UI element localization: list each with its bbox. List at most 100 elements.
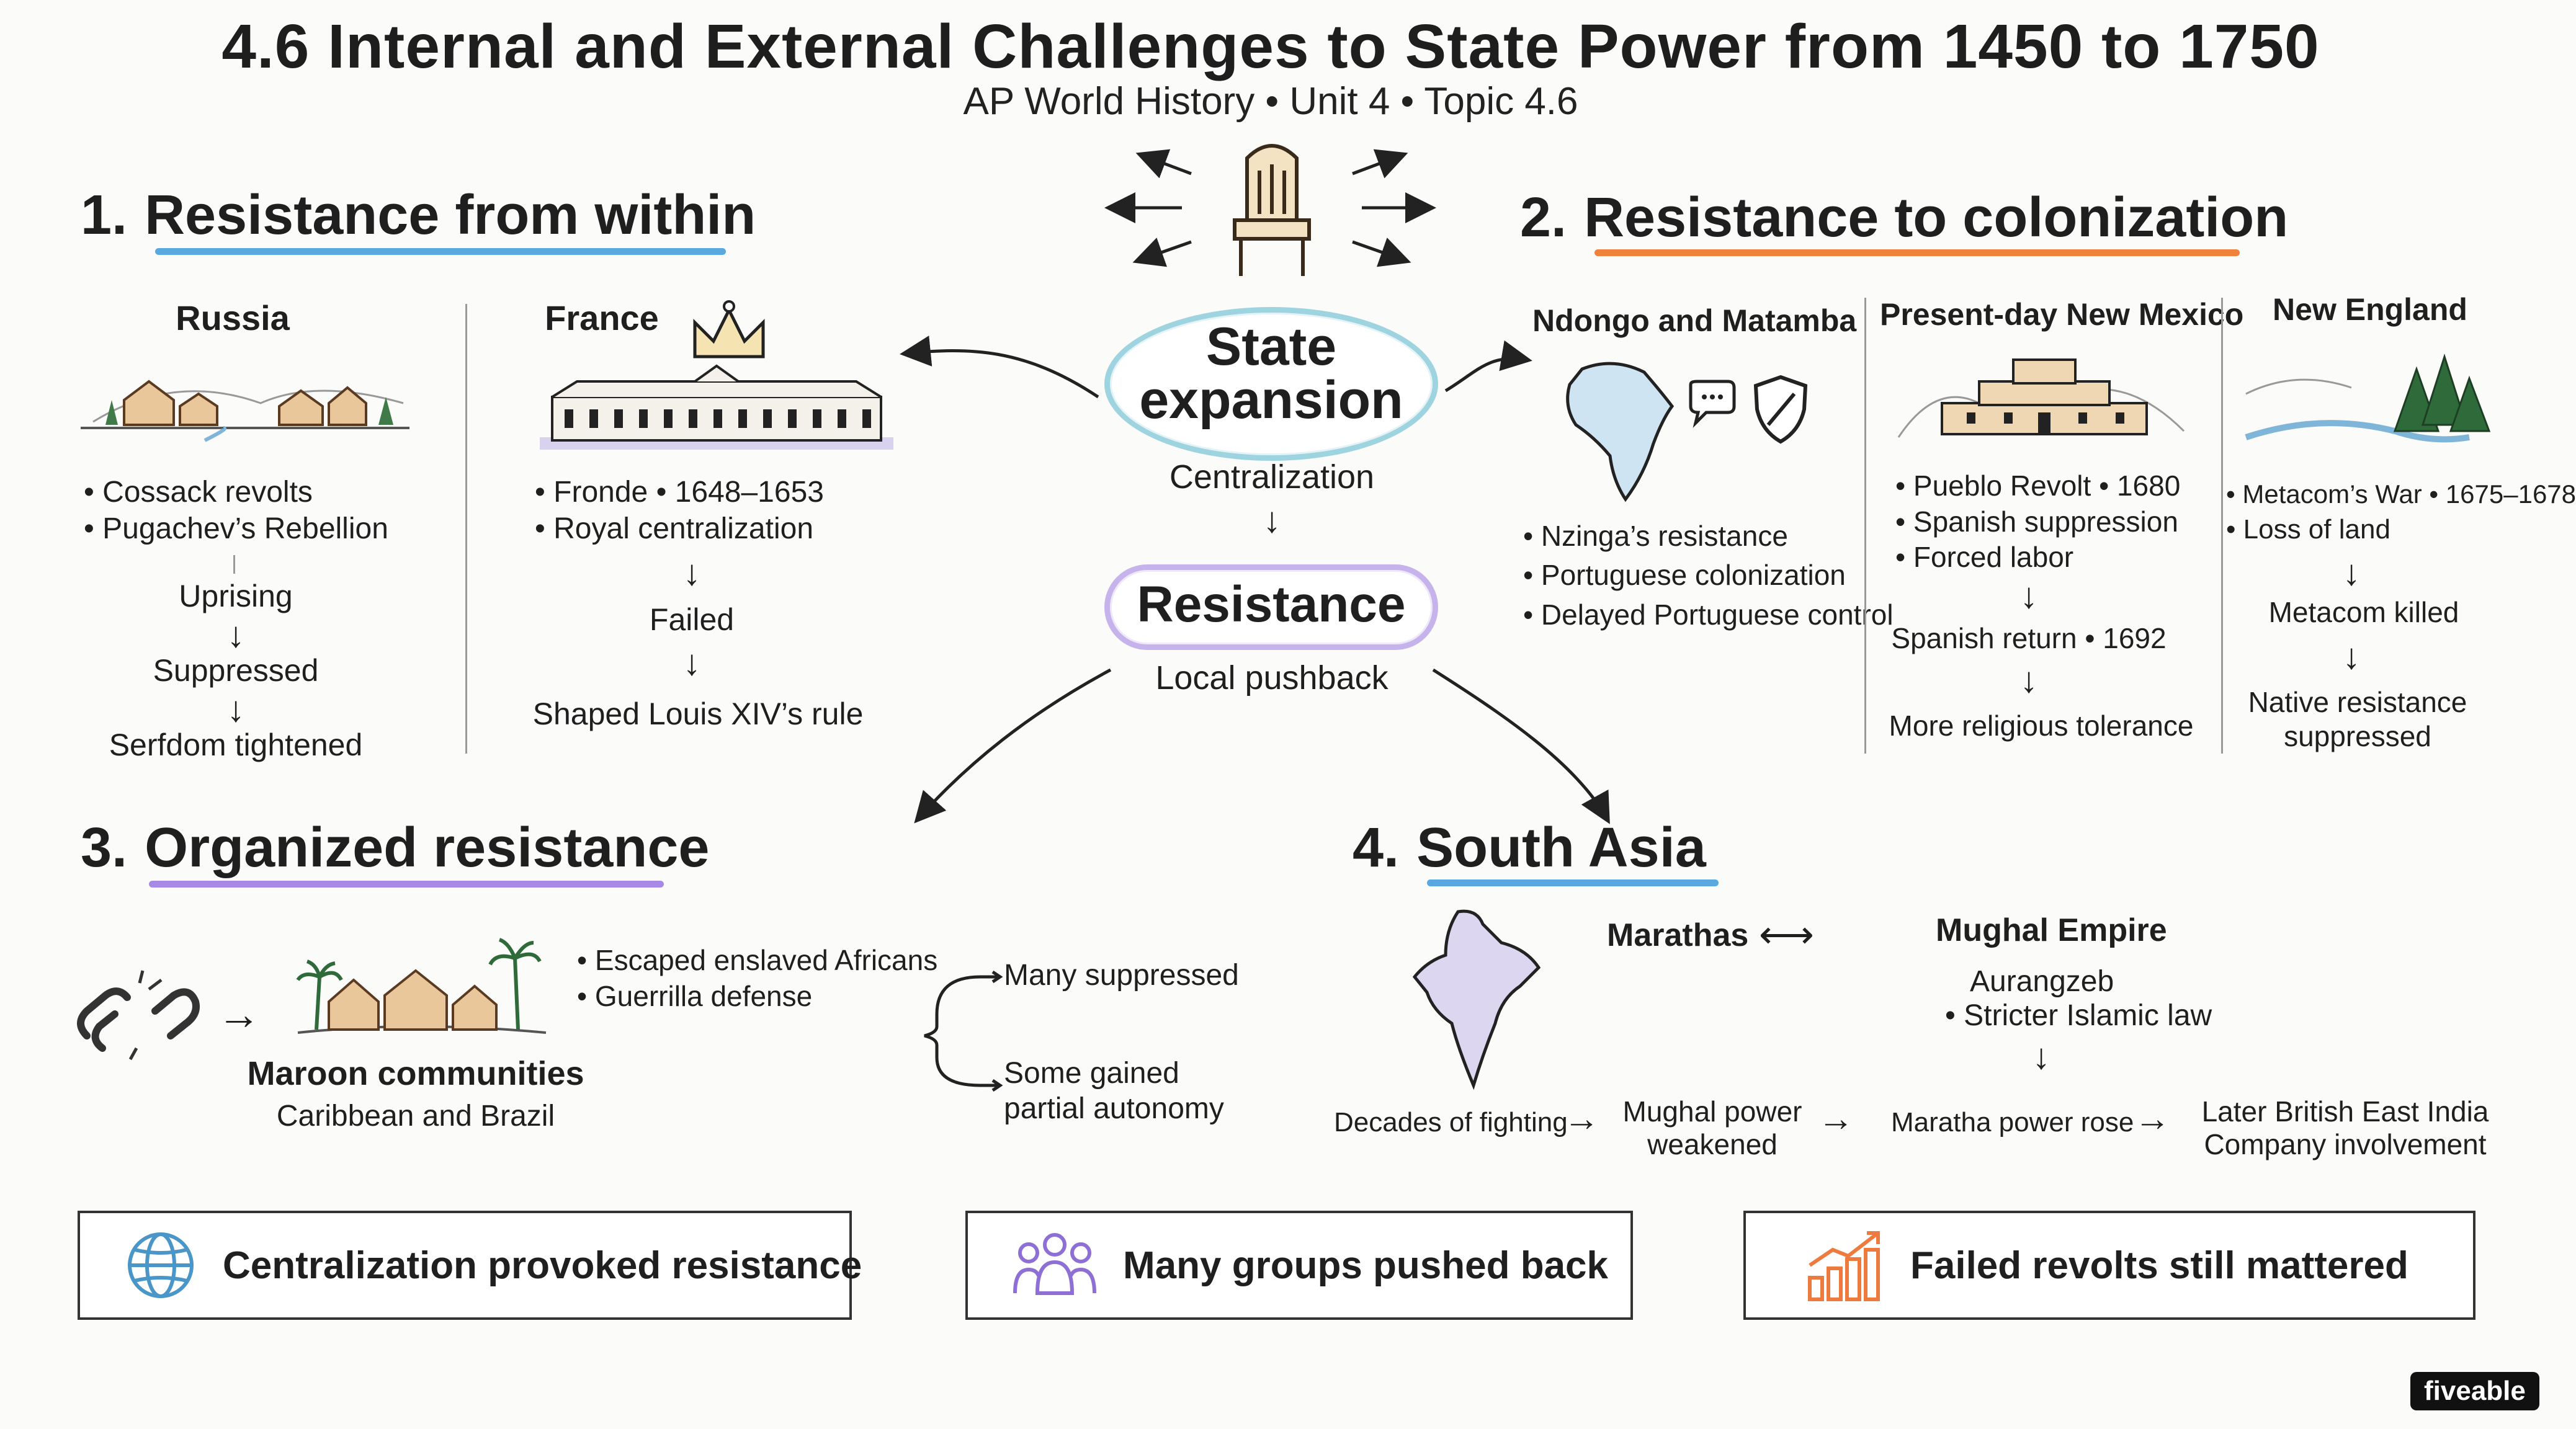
down-arrow-icon: ↓ [1263, 500, 1281, 540]
section-3-title: 3. Organized resistance [81, 816, 709, 880]
forest-river-icon [2245, 354, 2491, 443]
takeaway-card: Many groups pushed back [965, 1211, 1633, 1320]
takeaway-text: Failed revolts still mattered [1910, 1244, 2408, 1287]
throne-icon [1233, 144, 1311, 276]
chain-british-2: Company involvement [2204, 1128, 2487, 1160]
new-mexico-heading: Present-day New Mexico [1880, 297, 2244, 332]
new-england-flow-step: Native resistance [2248, 686, 2467, 718]
speech-bubble-icon [1689, 380, 1736, 428]
flow-connector [233, 555, 235, 574]
people-icon [1013, 1233, 1096, 1295]
section-1-title: 1.Resistance from within [81, 184, 756, 247]
section-4-heading: South Asia [1416, 817, 1706, 879]
section-2-number: 2. [1520, 187, 1567, 249]
maroon-bullet: Escaped enslaved Africans [577, 943, 937, 979]
outcome-suppressed: Many suppressed [1004, 959, 1239, 992]
russia-bullets: Cossack revolts Pugachev’s Rebellion [84, 474, 388, 547]
section-3-number: 3. [81, 817, 128, 879]
right-arrow-icon: → [1563, 1098, 1599, 1139]
section-2-underline [1594, 249, 2240, 256]
hub-line-2: expansion [1139, 370, 1403, 430]
outcome-autonomy-2: partial autonomy [1004, 1092, 1224, 1125]
palace-icon [540, 364, 893, 450]
ndongo-bullet: Portuguese colonization [1523, 556, 1894, 595]
outcome-brace [924, 970, 1003, 1092]
new-england-flow-step: suppressed [2284, 720, 2431, 752]
aurangzeb-bullet-text: Stricter Islamic law [1964, 999, 2212, 1032]
india-map-icon [1412, 909, 1541, 1090]
maroon-bullet: Guerrilla defense [577, 979, 937, 1015]
section-1-underline [155, 248, 726, 255]
maroon-bullets: Escaped enslaved Africans Guerrilla defe… [577, 943, 937, 1014]
russia-bullet: Pugachev’s Rebellion [84, 511, 388, 548]
russia-flow-step: Uprising [179, 579, 293, 613]
takeaway-text: Centralization provoked resistance [223, 1244, 862, 1287]
section-1-heading: Resistance from within [145, 184, 756, 246]
shield-icon [1753, 375, 1808, 444]
ndongo-heading: Ndongo and Matamba [1532, 303, 1857, 338]
section-4-underline [1427, 879, 1719, 886]
resistance-label: Resistance [1137, 576, 1406, 633]
section-3-heading: Organized resistance [145, 817, 710, 879]
russia-flow-step: Serfdom tightened [109, 728, 363, 762]
aurangzeb-bullet: • Stricter Islamic law [1945, 999, 2212, 1032]
resistance-caption: Local pushback [1155, 659, 1389, 697]
maroon-communities-label: Maroon communities [247, 1055, 584, 1092]
new-england-bullets: Metacom’s War • 1675–1678 Loss of land [2226, 478, 2576, 547]
down-arrow-icon: ↓ [2342, 636, 2361, 677]
takeaway-card: Centralization provoked resistance [78, 1211, 862, 1320]
page-title: 4.6 Internal and External Challenges to … [221, 12, 2320, 81]
down-arrow-icon: ↓ [226, 689, 245, 729]
new-mexico-bullet: Pueblo Revolt • 1680 [1895, 468, 2180, 504]
chain-mughal-power-1: Mughal power [1622, 1095, 1802, 1128]
new-england-bullet: Metacom’s War • 1675–1678 [2226, 478, 2576, 512]
france-heading: France [545, 298, 659, 337]
chain-mughal-power-2: weakened [1647, 1128, 1778, 1160]
new-mexico-flow-step: More religious tolerance [1889, 710, 2194, 742]
france-flow-step: Shaped Louis XIV’s rule [532, 697, 864, 731]
france-bullet: Fronde • 1648–1653 [535, 474, 824, 511]
column-divider [1864, 298, 1866, 754]
down-arrow-icon: ↓ [682, 643, 701, 683]
chain-british-1: Later British East India [2201, 1095, 2489, 1128]
new-england-bullet: Loss of land [2226, 512, 2576, 547]
aurangzeb-label: Aurangzeb [1970, 965, 2114, 998]
marathas-label: Marathas [1607, 917, 1749, 953]
chain-decades: Decades of fighting [1334, 1107, 1568, 1137]
page-subtitle: AP World History • Unit 4 • Topic 4.6 [963, 80, 1578, 123]
mughal-label: Mughal Empire [1936, 912, 2167, 948]
russia-heading: Russia [176, 298, 290, 337]
down-arrow-icon: ↓ [2342, 553, 2361, 593]
down-arrow-icon: ↓ [2032, 1036, 2051, 1077]
france-bullets: Fronde • 1648–1653 Royal centralization [535, 474, 824, 547]
new-mexico-bullet: Forced labor [1895, 540, 2180, 576]
russia-bullet: Cossack revolts [84, 474, 388, 511]
right-arrow-icon: → [217, 990, 261, 1038]
right-arrow-icon: → [1818, 1098, 1854, 1139]
new-mexico-bullets: Pueblo Revolt • 1680 Spanish suppression… [1895, 468, 2180, 576]
brand-logo[interactable]: fiveable [2410, 1372, 2539, 1410]
down-arrow-icon: ↓ [682, 553, 701, 593]
new-england-flow-step: Metacom killed [2268, 596, 2459, 628]
bidirectional-arrow-icon: ⟷ [1759, 914, 1814, 956]
africa-map-icon [1566, 362, 1675, 502]
section-2-title: 2.Resistance to colonization [1520, 186, 2288, 250]
section-4-number: 4. [1353, 817, 1400, 879]
ndongo-bullets: Nzinga’s resistance Portuguese colonizat… [1523, 517, 1894, 634]
hub-line-1: State [1205, 317, 1337, 376]
globe-icon [128, 1232, 194, 1298]
hub-caption: Centralization [1169, 458, 1375, 496]
new-england-heading: New England [2273, 292, 2467, 327]
column-divider [465, 304, 467, 754]
takeaway-text: Many groups pushed back [1123, 1244, 1609, 1287]
chain-maratha-rose: Maratha power rose [1891, 1107, 2134, 1137]
maroon-communities-sub: Caribbean and Brazil [276, 1100, 555, 1133]
crown-icon [693, 300, 765, 358]
right-arrow-icon: → [2134, 1098, 2170, 1139]
new-mexico-flow-step: Spanish return • 1692 [1891, 622, 2167, 654]
france-bullet: Royal centralization [535, 511, 824, 548]
section-3-underline [149, 881, 664, 888]
down-arrow-icon: ↓ [2019, 660, 2038, 700]
down-arrow-icon: ↓ [2019, 576, 2038, 616]
